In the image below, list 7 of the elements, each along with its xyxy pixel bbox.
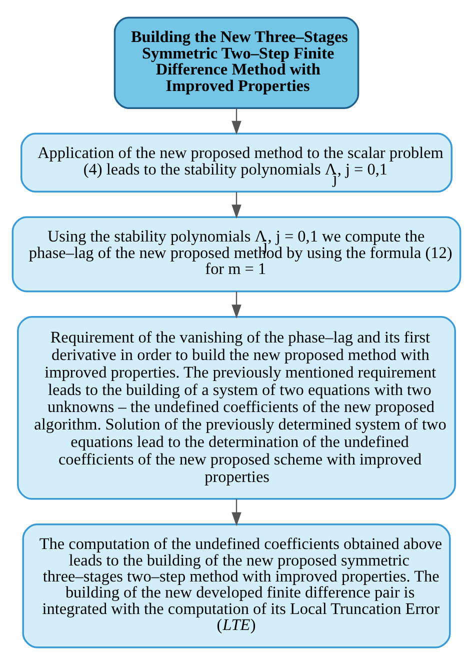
node-box: Requirement of the vanishing of the phase–lag and its first derivative in order to build the new proposed method with improved properties. The previously mentioned requirement leads to the building of a system of two equations with two unknowns – the undefined coefficients of the new proposed algorithm. Solution of the previously determined system of two equations lead to the determination of the undefined coefficients of the new proposed scheme with improved properties [17, 315, 456, 500]
arrow [232, 108, 242, 134]
arrow [232, 192, 242, 218]
node-box: Building the New Three–Stages Symmetric Two–Step Finite Difference Method with Improved Properties [114, 16, 360, 108]
arrow [232, 291, 242, 318]
node-box: The computation of the undefined coefficients obtained above leads to the building of the new proposed symmetric three–stages two–step method with improved properties. The building of the new developed finite difference pair is integrated with the computation of its Local Truncation Error (LTE) [22, 523, 451, 648]
arrow [232, 498, 242, 526]
